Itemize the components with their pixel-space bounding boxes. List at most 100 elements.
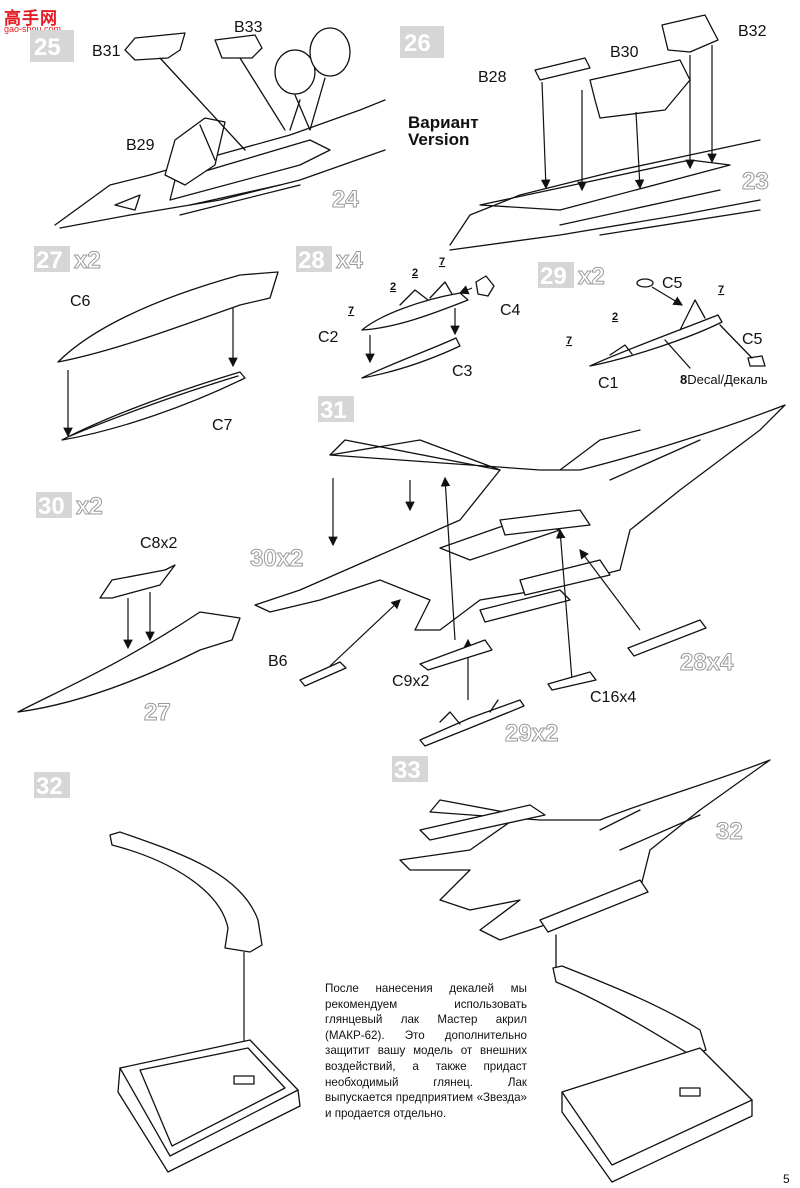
- step-31-wing-line: [329, 439, 501, 471]
- step-29-box: [538, 262, 574, 288]
- part-C2-fins: [399, 281, 453, 306]
- step-28: 28 x4 2 2 7 7 C2 C3 C4: [296, 246, 521, 380]
- part-C9: [419, 639, 493, 671]
- part-C6-tank: [57, 271, 279, 363]
- stand-slot: [233, 1075, 255, 1085]
- decal-number: 8: [680, 372, 687, 387]
- watermark-logo: 高手网 gao-shou.com: [4, 4, 66, 38]
- arrow-B31: [159, 57, 246, 151]
- arrow-C5-top: [651, 286, 684, 306]
- canopy-hinge-left: [274, 49, 316, 95]
- part-C1-fins: [609, 299, 706, 356]
- step-29: 29 x2 2 7 7 C5 C5 C1 8Decal/Декаль: [538, 262, 768, 392]
- varnish-note: После нанесения декалей мы рекомендуем и…: [325, 982, 527, 1120]
- step-30-tank: [17, 611, 241, 713]
- canopy-struts: [289, 77, 326, 131]
- part-C16: [547, 671, 597, 691]
- label-C4: C4: [500, 302, 521, 319]
- step-27: 27 x2 C6 C7: [34, 246, 279, 441]
- ref-28x4: 28x4: [680, 649, 734, 676]
- step-31-number: 31: [320, 397, 347, 424]
- step-33-stand-arm: [552, 965, 707, 1057]
- part-C8-pylon: [99, 564, 176, 599]
- part-B33: [214, 34, 263, 59]
- step-25-number: 25: [34, 34, 61, 61]
- part-B30: [589, 59, 691, 119]
- step-31-weapon-pack-3: [519, 559, 611, 596]
- arrow-step31-g: [329, 599, 401, 667]
- step-31-weapon-pack-2: [499, 509, 591, 536]
- step-25-fuselage-side: [59, 149, 386, 229]
- step-29-multiplier: x2: [578, 263, 605, 290]
- label-B31: B31: [92, 43, 121, 60]
- part-B6: [299, 661, 347, 687]
- stand-base-side: [117, 1067, 301, 1173]
- page-number: 5: [783, 1172, 790, 1186]
- label-C1: C1: [598, 375, 619, 392]
- step-25-intake: [114, 194, 141, 211]
- step-33-base-side: [561, 1091, 753, 1183]
- step-31-box: [318, 396, 354, 422]
- step-29-number: 29: [540, 263, 567, 290]
- label-B32: B32: [738, 23, 767, 40]
- label-C5-bottom: C5: [742, 331, 763, 348]
- part-B29-seat: [164, 117, 226, 186]
- stand-arm: [109, 831, 263, 953]
- step-31-missile-28: [627, 619, 707, 657]
- arrow-C4: [458, 285, 473, 295]
- label-C3: C3: [452, 363, 473, 380]
- part-C5-bottom: [747, 355, 766, 367]
- step-32-number: 32: [36, 773, 63, 800]
- ref-30x2: 30x2: [250, 545, 303, 572]
- step-33-box: [392, 756, 428, 782]
- paint-code-7d: 7: [566, 335, 572, 347]
- paint-code-2c: 2: [612, 311, 618, 323]
- paint-code-7a: 7: [439, 256, 445, 268]
- label-C16: C16x4: [590, 689, 636, 706]
- step-26-cockpit: [479, 159, 731, 211]
- step-32: 32: [34, 772, 301, 1173]
- label-C8: C8x2: [140, 535, 177, 552]
- label-B6: B6: [268, 653, 288, 670]
- step-26-panel-lines: [559, 189, 761, 236]
- step-27-number: 27: [36, 247, 63, 274]
- ref-step-32: 32: [716, 818, 743, 845]
- part-C4: [475, 275, 495, 297]
- step-28-number: 28: [298, 247, 325, 274]
- step-31-panel-lines: [559, 429, 701, 481]
- step-33-number: 33: [394, 757, 421, 784]
- canopy-hinge-right: [309, 27, 351, 77]
- step-26: 26 Вариант Version B28 B30 B32 23: [400, 14, 769, 251]
- step-27-box: [34, 246, 70, 272]
- step-32-box: [34, 772, 70, 798]
- label-B30: B30: [610, 44, 639, 61]
- arrow-step31-c: [440, 476, 456, 641]
- label-B33: B33: [234, 19, 263, 36]
- step-33-panel-lines: [599, 809, 701, 851]
- step-26-box: [400, 26, 444, 58]
- step-28-box: [296, 246, 332, 272]
- step-26-number: 26: [404, 30, 431, 57]
- part-B31: [124, 32, 186, 61]
- paint-code-7b: 7: [348, 305, 354, 317]
- step-33-tank: [539, 879, 649, 933]
- part-C1-missile: [589, 314, 723, 367]
- label-C6: C6: [70, 293, 91, 310]
- step-33-missile-a: [419, 804, 546, 841]
- watermark-site: gao-shou.com: [4, 24, 62, 34]
- part-B28: [534, 57, 591, 81]
- step-25-cockpit-tub: [169, 139, 331, 201]
- arrow-B30b: [634, 111, 645, 190]
- arrow-B28: [540, 81, 551, 190]
- label-C7: C7: [212, 417, 233, 434]
- step-30-number: 30: [38, 493, 65, 520]
- step-31-missile-29-fins: [439, 699, 499, 725]
- step-27-multiplier: x2: [74, 247, 101, 274]
- part-C3-rail: [361, 337, 461, 379]
- arrow-step31-e: [579, 549, 641, 631]
- step-31: 31 B6 C9x2 C16x4 30x2 28x4 29x2: [250, 396, 786, 748]
- label-C9: C9x2: [392, 673, 429, 690]
- step-33-aircraft: [399, 759, 771, 941]
- variant-en: Version: [408, 130, 469, 149]
- part-C2-missile: [361, 292, 469, 331]
